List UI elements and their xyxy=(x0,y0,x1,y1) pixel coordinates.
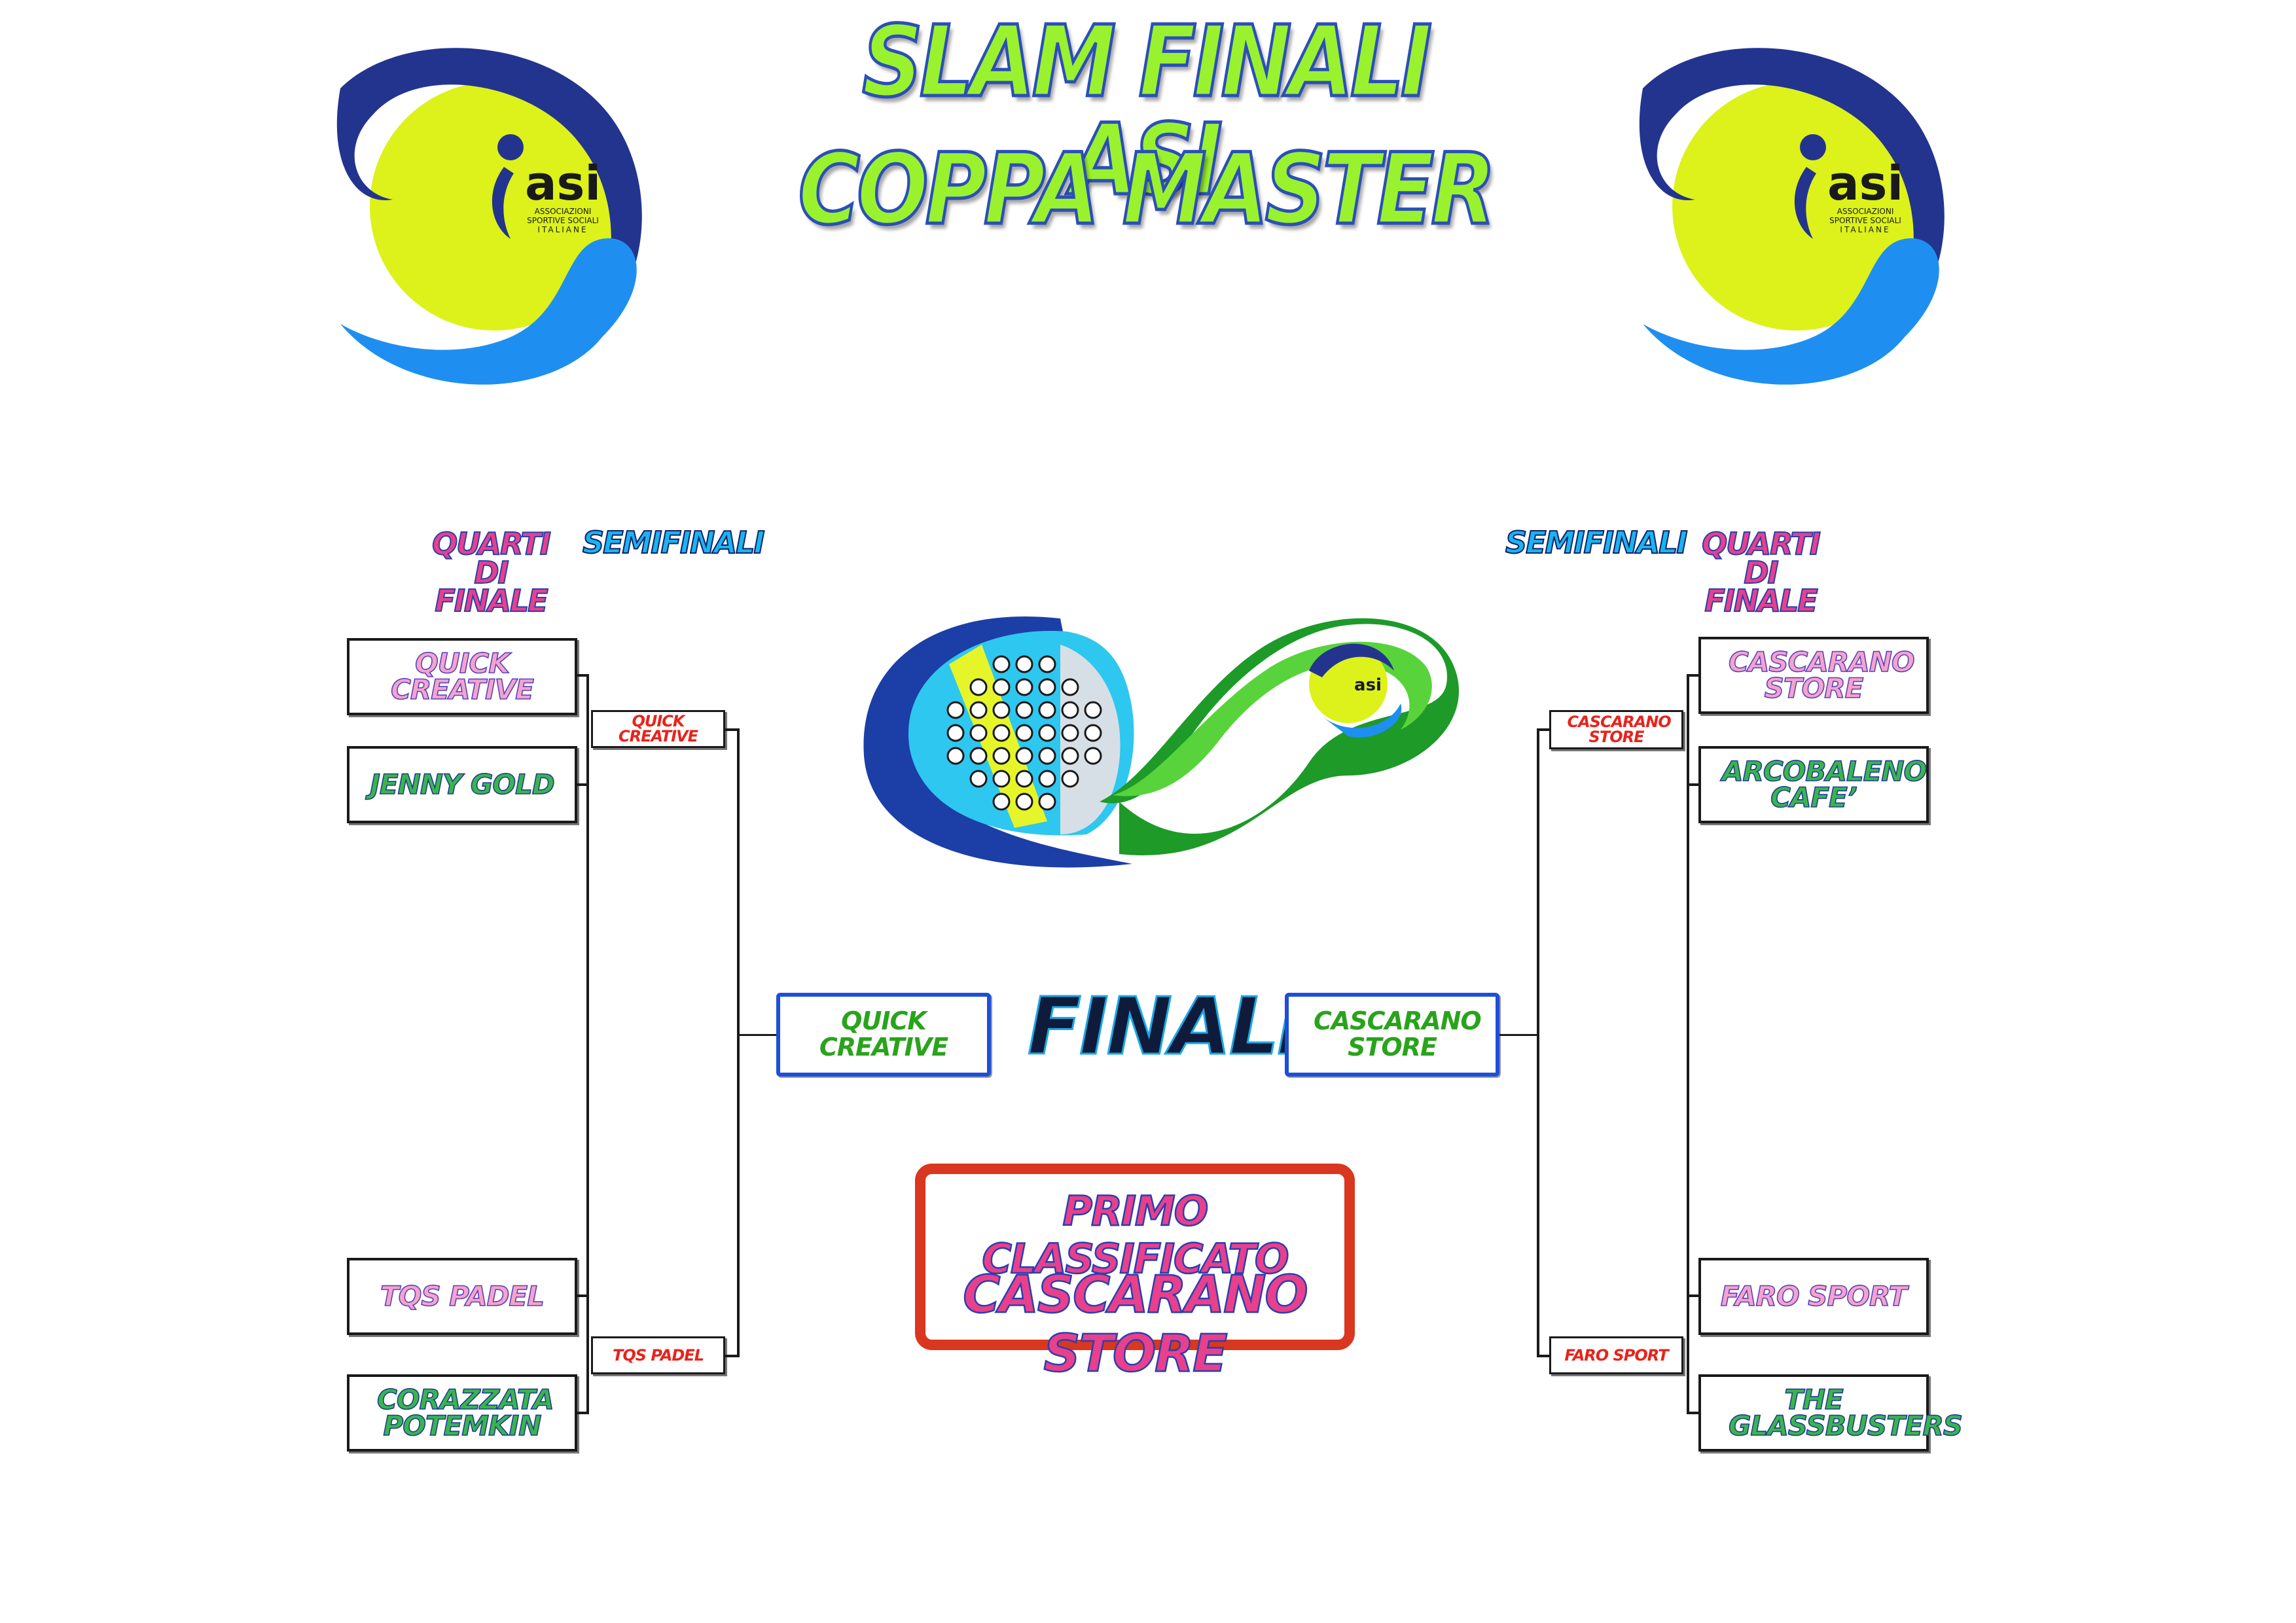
bracket-line xyxy=(725,728,740,731)
bracket-line xyxy=(740,1034,776,1036)
team-name: CASCARANO STORE xyxy=(1728,646,1915,704)
final-label: FINALE xyxy=(1027,982,1332,1073)
team-name: ARCOBALENO CAFE’ xyxy=(1721,755,1928,813)
bracket-line xyxy=(1537,728,1551,731)
bracket-line xyxy=(577,1294,589,1297)
bracket-line xyxy=(577,1412,589,1414)
bracket-line xyxy=(1537,1355,1551,1357)
bracket-line xyxy=(725,1355,740,1357)
team-name: FARO SPORT xyxy=(1720,1280,1908,1313)
svg-text:SPORTIVE SOCIALI: SPORTIVE SOCIALI xyxy=(1829,216,1901,225)
bracket-line xyxy=(577,674,589,677)
svg-text:ITALIANE: ITALIANE xyxy=(537,225,588,234)
asi-logo-text: asi xyxy=(525,156,601,211)
team-name: TQS PADEL xyxy=(380,1280,545,1313)
title-line-2: COPPA MASTER xyxy=(797,133,1497,247)
sf-left-2: TQS PADEL xyxy=(591,1336,725,1374)
team-name: TQS PADEL xyxy=(613,1346,704,1364)
title-line-1: SLAM FINALI ASI xyxy=(861,5,1433,217)
qf-right-2: ARCOBALENO CAFE’ xyxy=(1698,746,1929,823)
bracket-line xyxy=(1687,1294,1698,1297)
sf-right-1: CASCARANO STORE xyxy=(1549,710,1683,749)
svg-text:SPORTIVE SOCIALI: SPORTIVE SOCIALI xyxy=(527,216,599,225)
qf-right-3: FARO SPORT xyxy=(1698,1258,1929,1335)
center-logo-text: asi xyxy=(1354,675,1382,695)
qf-right-1: CASCARANO STORE xyxy=(1698,637,1929,714)
bracket-line xyxy=(1687,674,1698,677)
winner-name: CASCARANO STORE xyxy=(962,1265,1309,1385)
sf-left-1: QUICK CREATIVE xyxy=(591,710,725,748)
bracket-line xyxy=(737,728,740,1357)
qf-left-1: QUICK CREATIVE xyxy=(347,638,577,715)
team-name: CASCARANO STORE xyxy=(1314,1007,1482,1061)
asi-logo-text: asi xyxy=(1827,156,1903,211)
round-header-quarti-left: QUARTI DI FINALE xyxy=(431,526,552,619)
qf-left-3: TQS PADEL xyxy=(347,1258,577,1335)
team-name: QUICK CREATIVE xyxy=(390,647,534,705)
team-name: FARO SPORT xyxy=(1564,1346,1668,1364)
padel-infinity-logo: asi xyxy=(863,616,1460,868)
final-right: CASCARANO STORE xyxy=(1285,993,1499,1077)
round-header-quarti-right: QUARTI DI FINALE xyxy=(1701,526,1821,619)
qf-right-4: THE GLASSBUSTERS xyxy=(1698,1374,1964,1452)
team-name: JENNY GOLD xyxy=(369,768,555,801)
winner-box: PRIMO CLASSIFICATO CASCARANO STORE xyxy=(915,1164,1355,1384)
team-name: CASCARANO STORE xyxy=(1567,713,1672,746)
winner-label: PRIMO CLASSIFICATO xyxy=(981,1186,1290,1284)
bracket-line xyxy=(577,783,589,786)
bracket-line xyxy=(1687,674,1689,1414)
asi-logo-right: asi ASSOCIAZIONI SPORTIVE SOCIALI ITALIA… xyxy=(1639,48,1945,385)
bracket-line xyxy=(1687,1412,1698,1414)
team-name: CORAZZATA POTEMKIN xyxy=(376,1383,554,1442)
team-name: QUICK CREATIVE xyxy=(618,712,698,745)
svg-text:ASSOCIAZIONI: ASSOCIAZIONI xyxy=(535,207,592,216)
final-left: QUICK CREATIVE xyxy=(776,993,991,1077)
bracket-line xyxy=(1499,1034,1537,1036)
team-name: QUICK CREATIVE xyxy=(819,1007,948,1061)
qf-left-4: CORAZZATA POTEMKIN xyxy=(347,1374,577,1452)
sf-right-2: FARO SPORT xyxy=(1549,1336,1683,1374)
svg-text:ITALIANE: ITALIANE xyxy=(1840,225,1890,234)
round-header-semi-left: SEMIFINALI xyxy=(582,525,766,560)
bracket-line xyxy=(586,674,589,1414)
bracket-line xyxy=(1687,783,1698,786)
svg-text:ASSOCIAZIONI: ASSOCIAZIONI xyxy=(1837,207,1894,216)
bracket-line xyxy=(1537,728,1539,1357)
qf-left-2: JENNY GOLD xyxy=(347,746,577,823)
asi-logo-left: asi ASSOCIAZIONI SPORTIVE SOCIALI ITALIA… xyxy=(336,48,642,385)
team-name: THE GLASSBUSTERS xyxy=(1728,1383,1964,1442)
round-header-semi-right: SEMIFINALI xyxy=(1505,525,1689,560)
